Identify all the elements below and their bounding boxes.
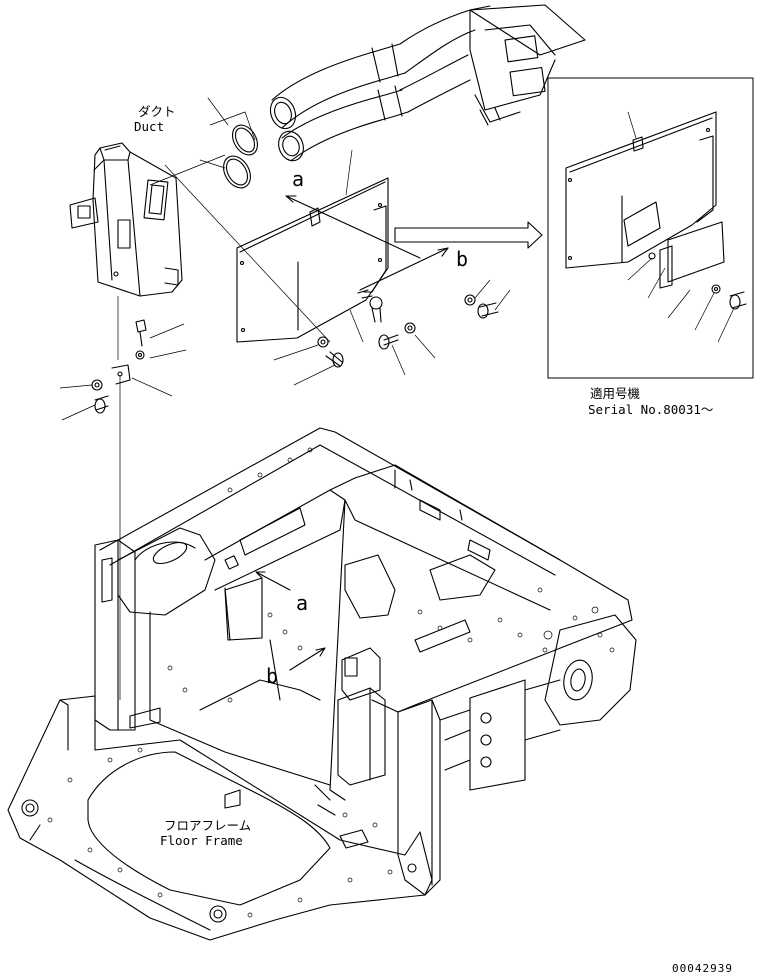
- drawing-code: 00042939: [672, 962, 733, 975]
- duct-part: [69, 142, 183, 297]
- floor-frame: [7, 427, 637, 941]
- view-label-a-frame: a: [296, 591, 308, 615]
- floor-frame-label-en: Floor Frame: [160, 833, 243, 848]
- serial-label-jp: 適用号機: [590, 386, 641, 401]
- fasteners-center: [91, 294, 499, 414]
- hose-clamps: [199, 97, 258, 189]
- view-label-b-top: b: [456, 247, 468, 271]
- duct-label-en: Duct: [134, 119, 164, 134]
- detail-arrow: [394, 221, 543, 249]
- view-arrows: [285, 195, 449, 291]
- detail-view-box: [547, 77, 754, 379]
- view-label-b-frame: b: [266, 664, 278, 688]
- floor-view-arrows: [255, 571, 326, 671]
- view-label-a-top: a: [292, 167, 304, 191]
- serial-label-en: Serial No.80031～: [588, 402, 713, 417]
- duct-label-jp: ダクト: [138, 104, 176, 119]
- frame-holes: [47, 447, 615, 918]
- cover-plate: [236, 177, 389, 343]
- duct-hose-assembly: [269, 4, 586, 162]
- floor-frame-label-jp: フロアフレーム: [164, 818, 251, 833]
- leader-lines: [59, 111, 511, 700]
